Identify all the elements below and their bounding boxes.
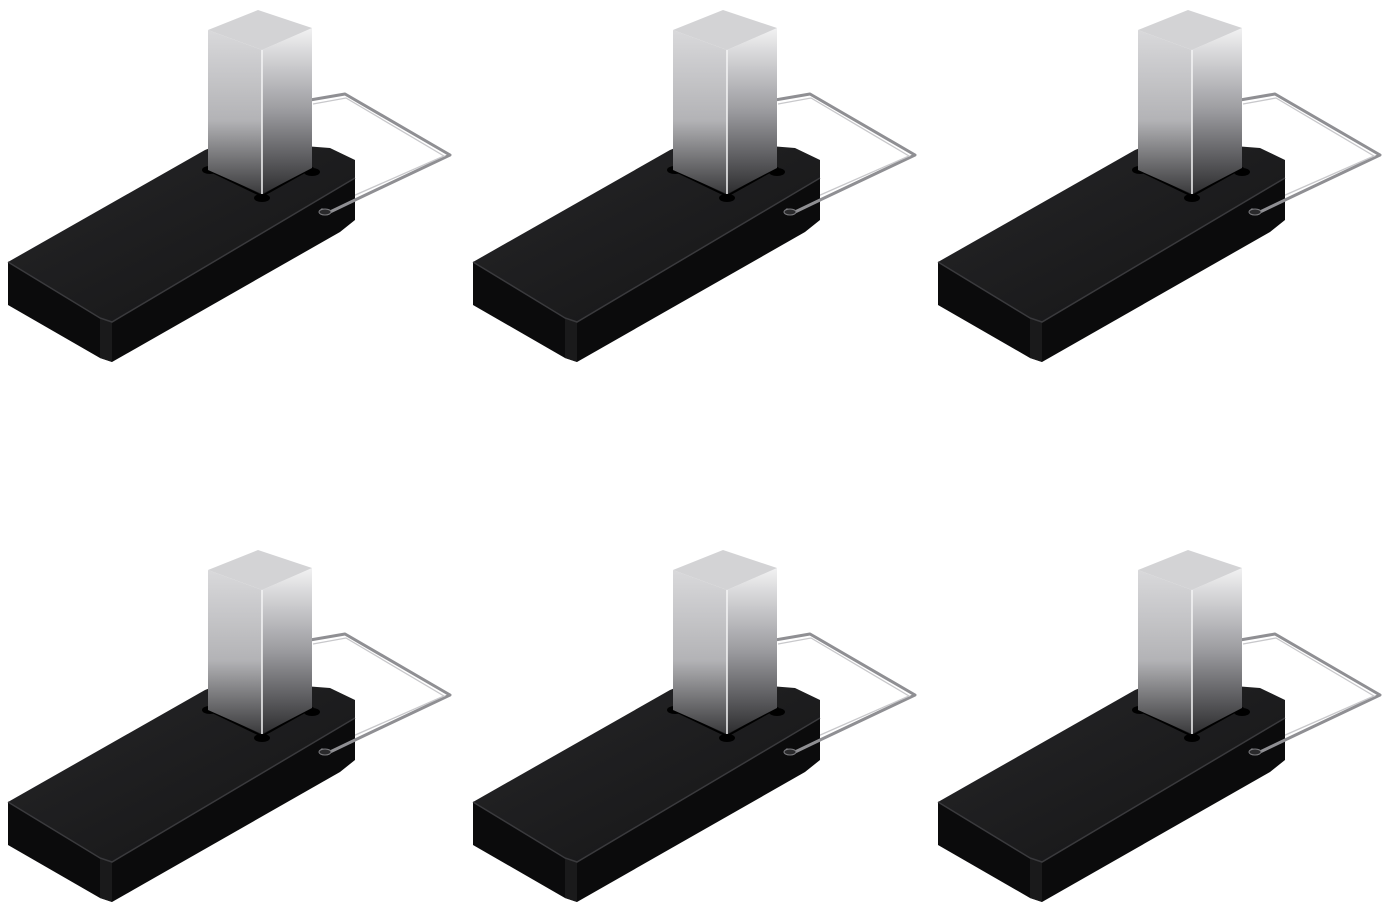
latch-item bbox=[930, 0, 1387, 370]
mount-hole bbox=[254, 734, 270, 742]
latch-drawing bbox=[472, 550, 917, 902]
pin-right-face bbox=[262, 28, 312, 194]
pin-left-face bbox=[673, 570, 727, 734]
pin-top-face bbox=[1138, 550, 1242, 590]
pin-right-face bbox=[727, 568, 777, 734]
mount-hole bbox=[719, 194, 735, 202]
pin-top-face bbox=[673, 550, 777, 590]
pin-left-face bbox=[673, 30, 727, 194]
pin-right-face bbox=[727, 28, 777, 194]
pin-left-face bbox=[208, 30, 262, 194]
latch-item bbox=[0, 0, 460, 370]
pin-top-face bbox=[208, 550, 312, 590]
latch-item bbox=[0, 540, 460, 910]
latch-drawing bbox=[472, 10, 917, 362]
mount-hole bbox=[1184, 194, 1200, 202]
pin-right-face bbox=[262, 568, 312, 734]
latch-drawing bbox=[937, 10, 1382, 362]
pin-top-face bbox=[673, 10, 777, 50]
pin-left-face bbox=[1138, 570, 1192, 734]
latch-item bbox=[465, 540, 925, 910]
pin-left-face bbox=[1138, 30, 1192, 194]
pin-top-face bbox=[1138, 10, 1242, 50]
latch-item bbox=[930, 540, 1387, 910]
mount-hole bbox=[1184, 734, 1200, 742]
mount-hole bbox=[254, 194, 270, 202]
pin-left-face bbox=[208, 570, 262, 734]
pin-right-face bbox=[1192, 28, 1242, 194]
latch-item bbox=[465, 0, 925, 370]
latch-drawing bbox=[937, 550, 1382, 902]
latch-drawing bbox=[7, 10, 452, 362]
pin-top-face bbox=[208, 10, 312, 50]
pin-right-face bbox=[1192, 568, 1242, 734]
mount-hole bbox=[719, 734, 735, 742]
latch-drawing bbox=[7, 550, 452, 902]
